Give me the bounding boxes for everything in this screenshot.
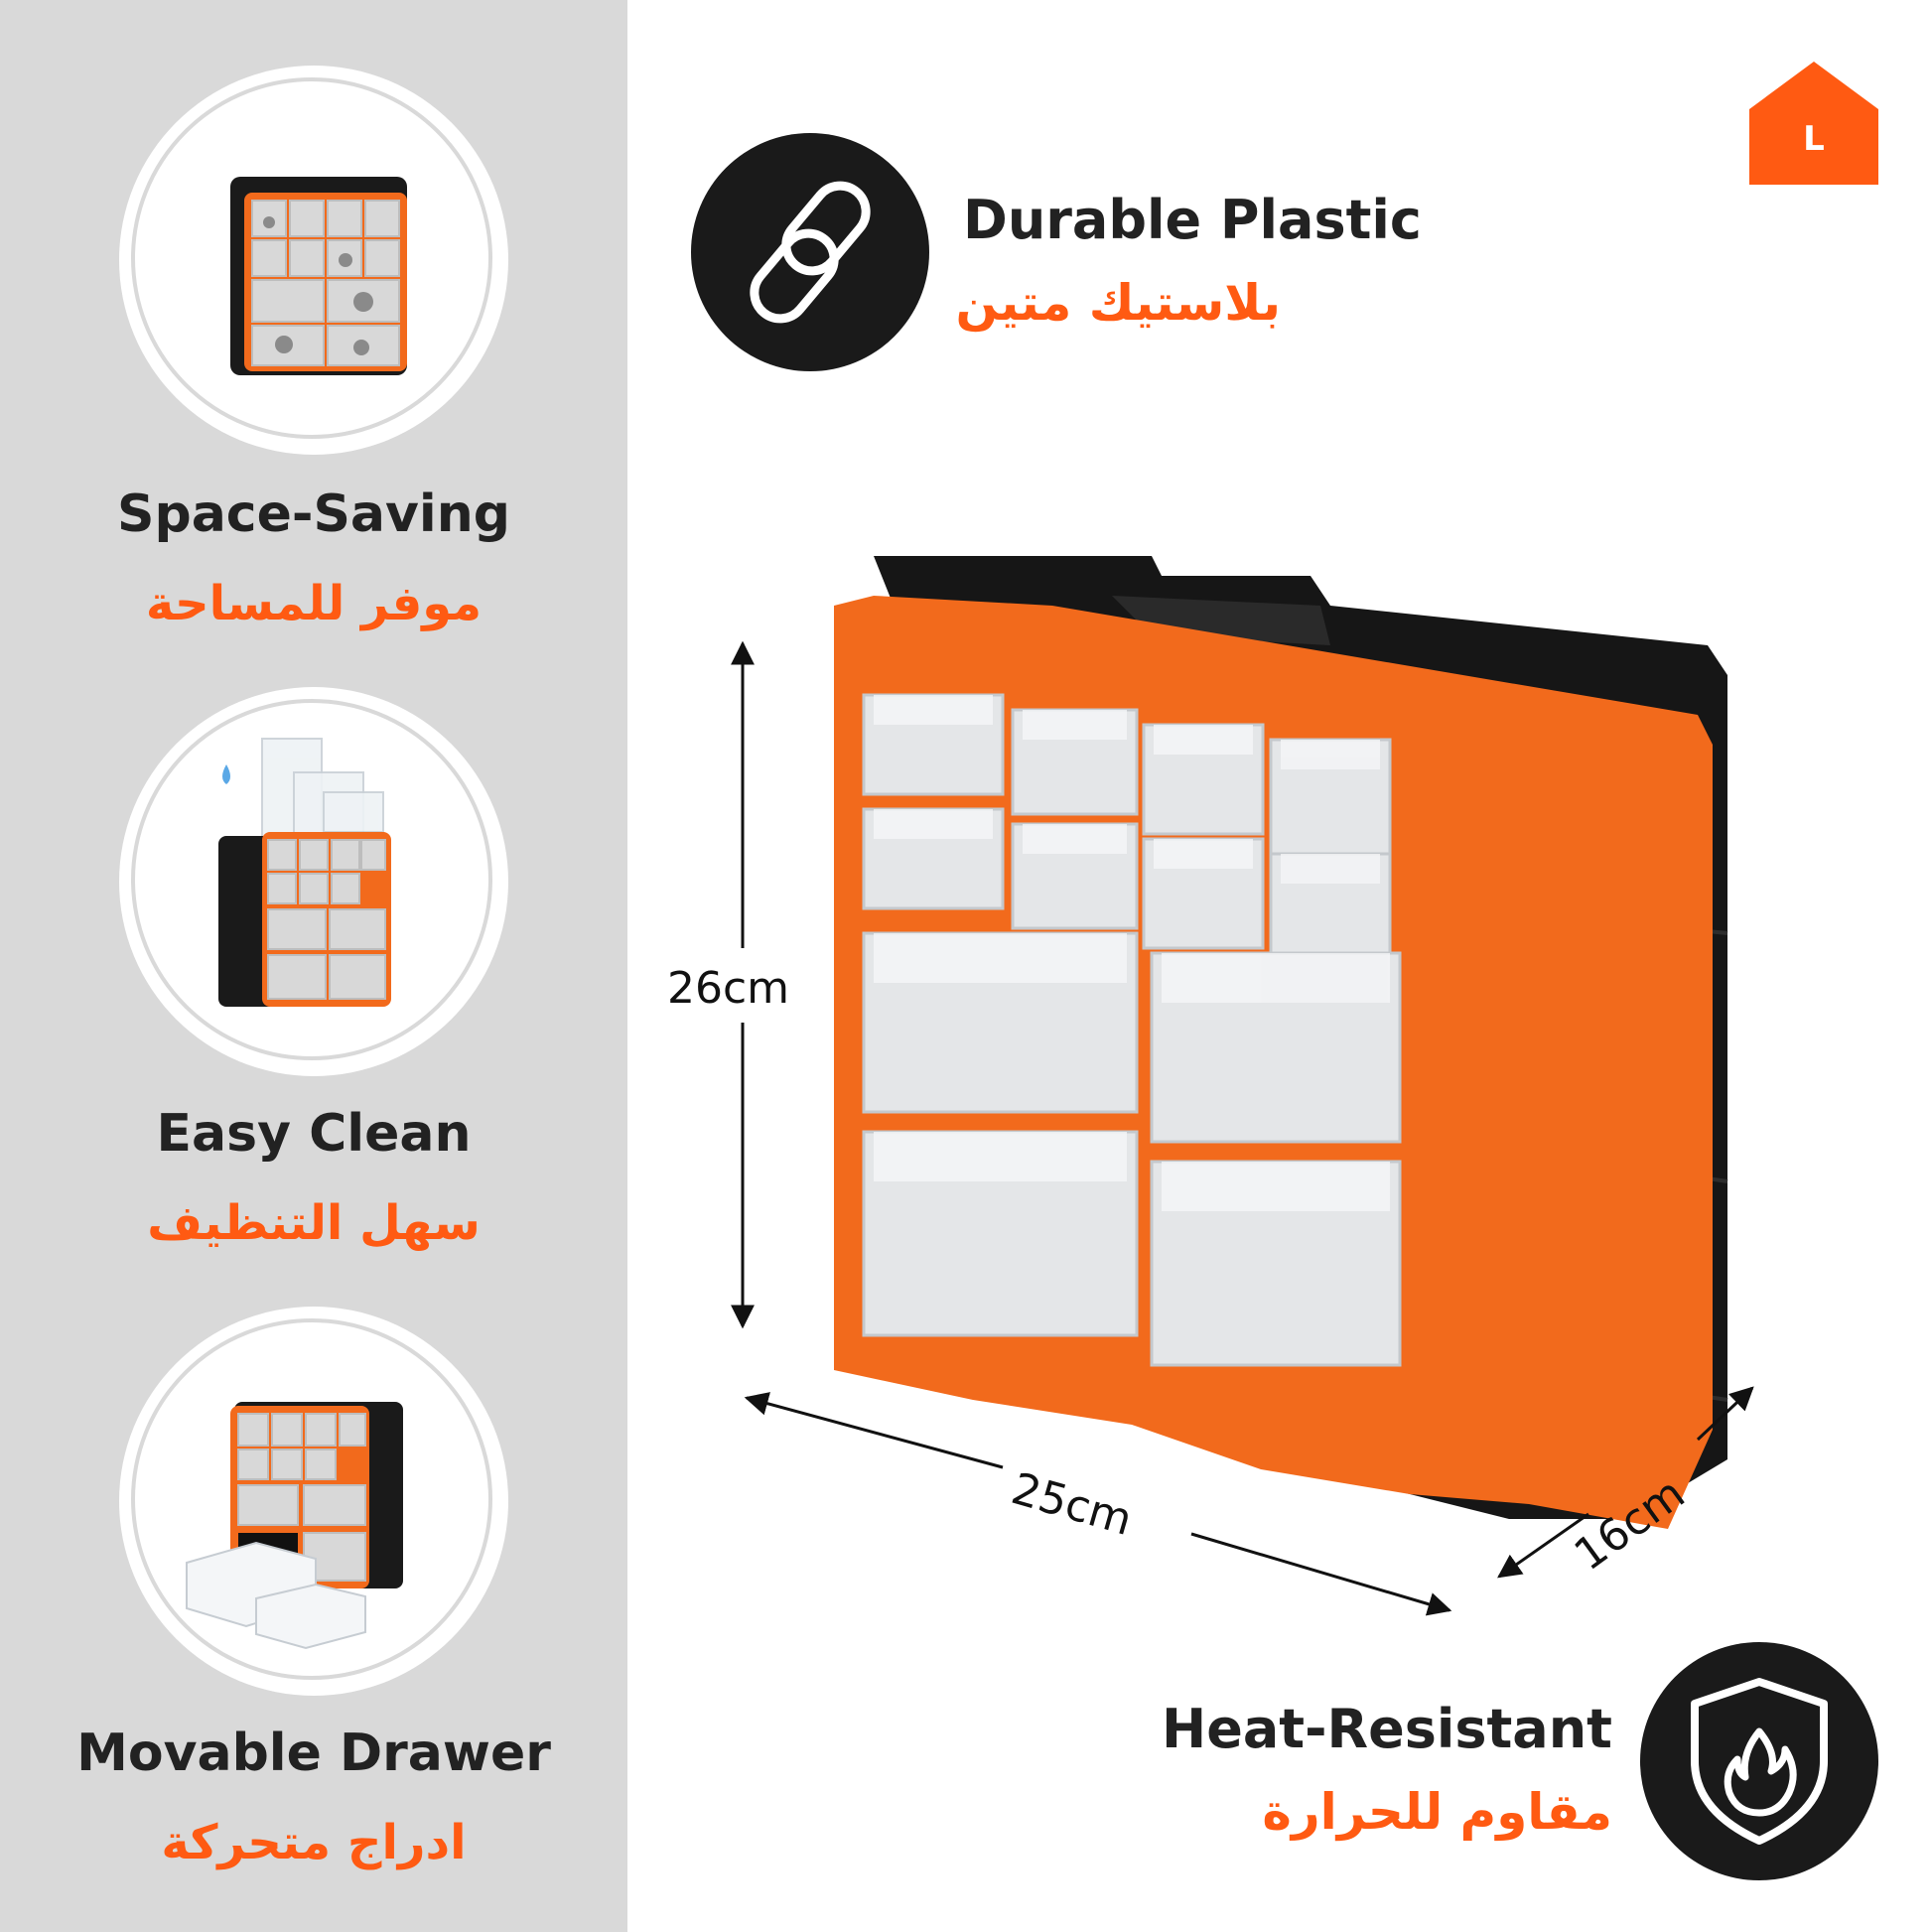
fire-shield-icon xyxy=(1691,1678,1828,1845)
heat-resistant-title-ar: مقاوم للحرارة xyxy=(1262,1783,1612,1841)
organizer-cleaning-thumbnail xyxy=(218,738,391,1007)
feature-easy-clean-image xyxy=(119,687,508,1076)
brand-logo-letter: L xyxy=(1803,119,1825,159)
organizer-thumbnail xyxy=(230,177,407,375)
durable-plastic-title-en: Durable Plastic xyxy=(963,189,1422,251)
feature-movable-drawer-image xyxy=(119,1307,508,1696)
feature-space-saving-image xyxy=(119,66,508,455)
feature-easy-clean-title-en: Easy Clean xyxy=(156,1104,472,1164)
feature-space-saving-title-en: Space-Saving xyxy=(117,484,510,544)
heat-resistant-badge xyxy=(1640,1642,1878,1880)
feature-easy-clean-title-ar: سهل التنظيف xyxy=(147,1195,481,1251)
water-drop-icon xyxy=(222,764,230,784)
organizer-drawers-thumbnail xyxy=(186,1402,403,1650)
durable-plastic-title-ar: بلاستيك متين xyxy=(955,274,1281,332)
feature-space-saving-title-ar: موفر للمساحة xyxy=(145,576,483,631)
heat-resistant-title-en: Heat-Resistant xyxy=(1162,1698,1612,1760)
brand-logo: L xyxy=(1749,62,1878,185)
house-logo-icon xyxy=(1749,62,1878,185)
feature-movable-drawer-title-ar: ادراج متحركة xyxy=(161,1815,467,1870)
feature-movable-drawer-title-en: Movable Drawer xyxy=(76,1724,551,1783)
organizer-product-image xyxy=(834,556,1728,1529)
chain-link-icon xyxy=(750,181,871,324)
durable-plastic-badge xyxy=(691,133,929,371)
dimension-height: 26cm xyxy=(667,963,790,1014)
